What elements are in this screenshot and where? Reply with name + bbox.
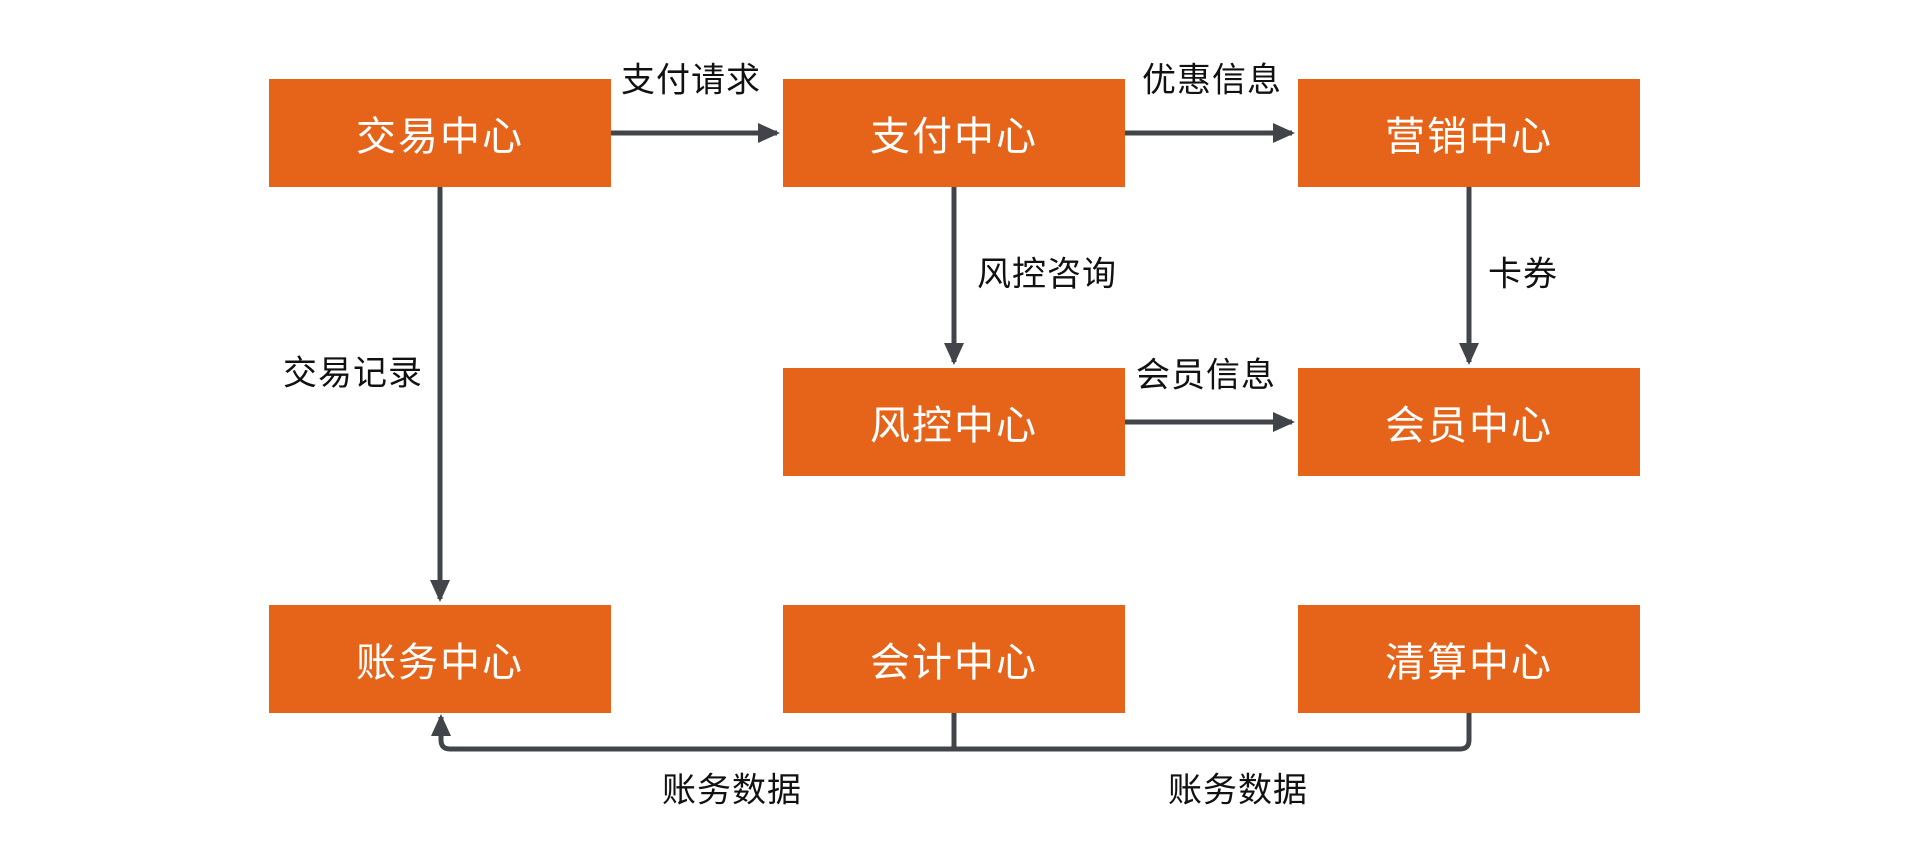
edge-label-risk-consult: 风控咨询: [977, 255, 1117, 294]
edge-label-discount-info: 优惠信息: [1142, 61, 1282, 100]
edge-label-trade-record: 交易记录: [283, 354, 423, 393]
edge-label-payment-request: 支付请求: [621, 61, 761, 100]
node-marketing-center: 营销中心: [1298, 79, 1640, 187]
arrow-clearing-to-billing: [431, 713, 1472, 752]
node-clearing-center: 清算中心: [1298, 605, 1640, 713]
node-member-center-label: 会员中心: [1385, 404, 1553, 448]
node-trade-center-label: 交易中心: [356, 115, 524, 159]
node-clearing-center-label: 清算中心: [1385, 641, 1553, 685]
node-marketing-center-label: 营销中心: [1385, 115, 1553, 159]
edge-label-card-coupon: 卡券: [1488, 255, 1558, 294]
node-member-center: 会员中心: [1298, 368, 1640, 476]
node-accounting-center-label: 会计中心: [870, 641, 1038, 685]
node-billing-center: 账务中心: [269, 605, 611, 713]
node-billing-center-label: 账务中心: [356, 641, 524, 685]
node-risk-center: 风控中心: [783, 368, 1125, 476]
node-risk-center-label: 风控中心: [870, 404, 1038, 448]
edge-label-billing-data-right: 账务数据: [1168, 771, 1308, 810]
edge-label-billing-data-left: 账务数据: [662, 771, 802, 810]
node-payment-center: 支付中心: [783, 79, 1125, 187]
node-accounting-center: 会计中心: [783, 605, 1125, 713]
edge-label-member-info: 会员信息: [1136, 356, 1276, 395]
node-trade-center: 交易中心: [269, 79, 611, 187]
node-payment-center-label: 支付中心: [870, 115, 1038, 159]
